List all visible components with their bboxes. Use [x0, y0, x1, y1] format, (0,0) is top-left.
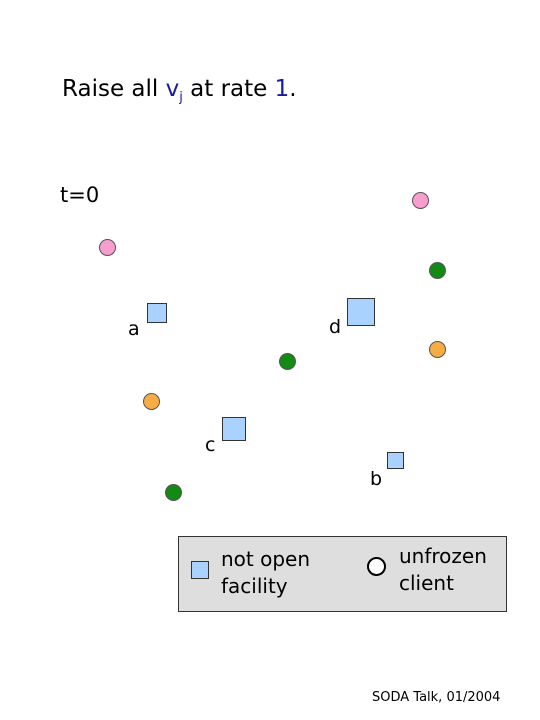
client-green	[429, 262, 446, 279]
facility-label-a: a	[128, 318, 140, 340]
facility-label-d: d	[329, 316, 342, 338]
facility-c	[222, 417, 246, 441]
facility-b	[387, 452, 404, 469]
legend-facility-text: not open facility	[221, 547, 311, 598]
legend-box: not open facility unfrozen client	[178, 536, 507, 612]
facility-label-b: b	[370, 468, 383, 490]
legend-facility-icon	[191, 561, 209, 579]
legend-client-icon	[367, 557, 386, 576]
client-pink	[99, 239, 116, 256]
legend-client-text: unfrozen client	[399, 544, 487, 595]
time-label: t=0	[60, 183, 100, 207]
client-green	[165, 484, 182, 501]
client-green	[279, 353, 296, 370]
client-orange	[143, 393, 160, 410]
facility-label-c: c	[205, 434, 216, 456]
footer-text: SODA Talk, 01/2004	[372, 690, 501, 705]
facility-d	[347, 298, 375, 326]
client-pink	[412, 192, 429, 209]
client-orange	[429, 341, 446, 358]
facility-a	[147, 303, 167, 323]
slide-title: Raise all vj at rate 1.	[62, 76, 297, 105]
